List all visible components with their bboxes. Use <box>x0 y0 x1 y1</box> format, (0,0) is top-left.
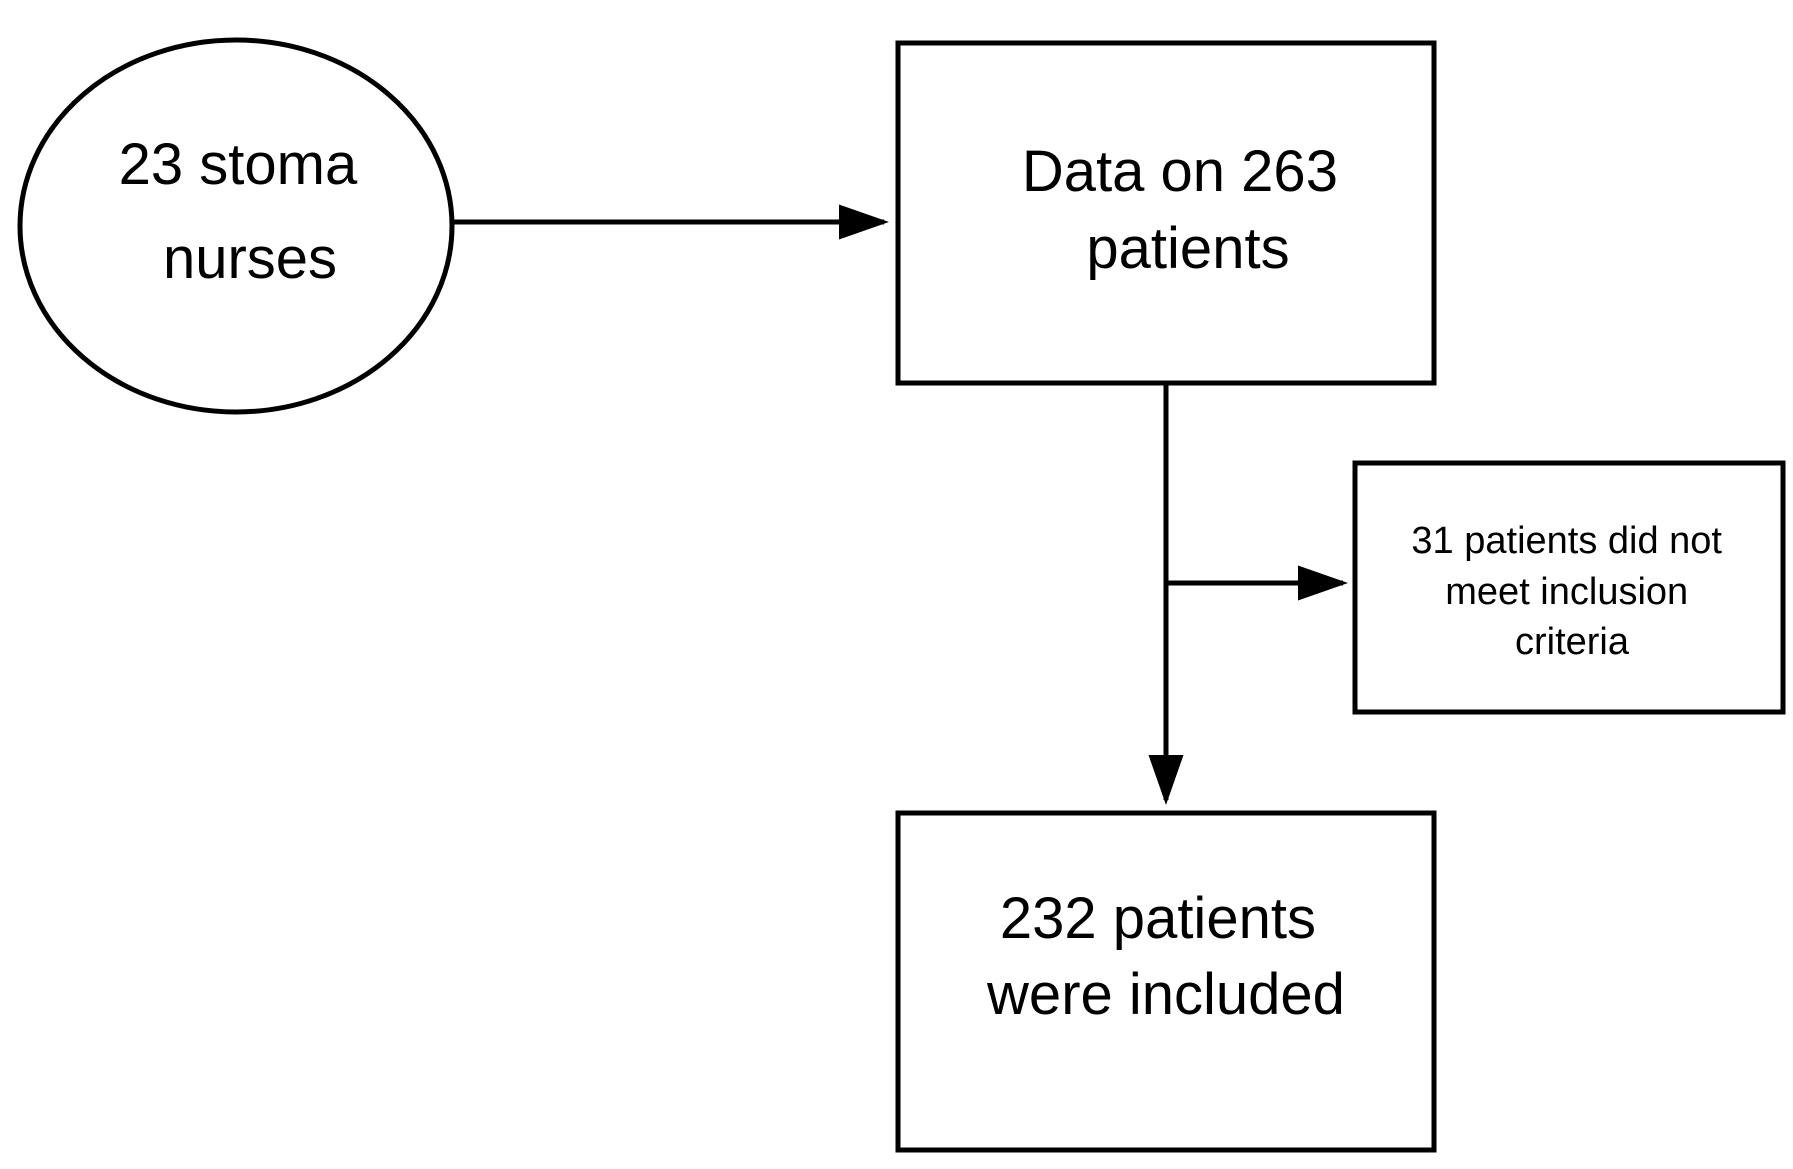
excluded-box <box>1352 460 1786 715</box>
excluded-node: 31 patients did not meet inclusion crite… <box>1352 460 1786 715</box>
excluded-label-line-2: meet inclusion <box>1445 571 1688 613</box>
nurses-ellipse <box>17 37 455 415</box>
excluded-label-line-1: 31 patients did not <box>1411 520 1722 562</box>
included-box <box>895 810 1437 1153</box>
data-box <box>895 40 1437 386</box>
data-node: Data on 263 patients <box>895 40 1437 386</box>
included-label-line-2: were included <box>986 962 1345 1027</box>
data-label: Data on 263 patients <box>1022 139 1354 281</box>
data-label-line-2: patients <box>1086 216 1289 281</box>
nurses-label-line-2: nurses <box>163 226 337 291</box>
data-label-line-1: Data on 263 <box>1022 139 1338 204</box>
excluded-label-line-3: criteria <box>1515 621 1630 663</box>
included-label: 232 patients were included <box>986 886 1345 1027</box>
included-label-line-1: 232 patients <box>1000 886 1316 951</box>
nurses-label-line-1: 23 stoma <box>119 132 358 197</box>
excluded-label: 31 patients did not meet inclusion crite… <box>1411 520 1732 663</box>
nurses-node: 23 stoma nurses <box>17 37 455 415</box>
nurses-label: 23 stoma nurses <box>119 132 374 291</box>
included-node: 232 patients were included <box>895 810 1437 1153</box>
